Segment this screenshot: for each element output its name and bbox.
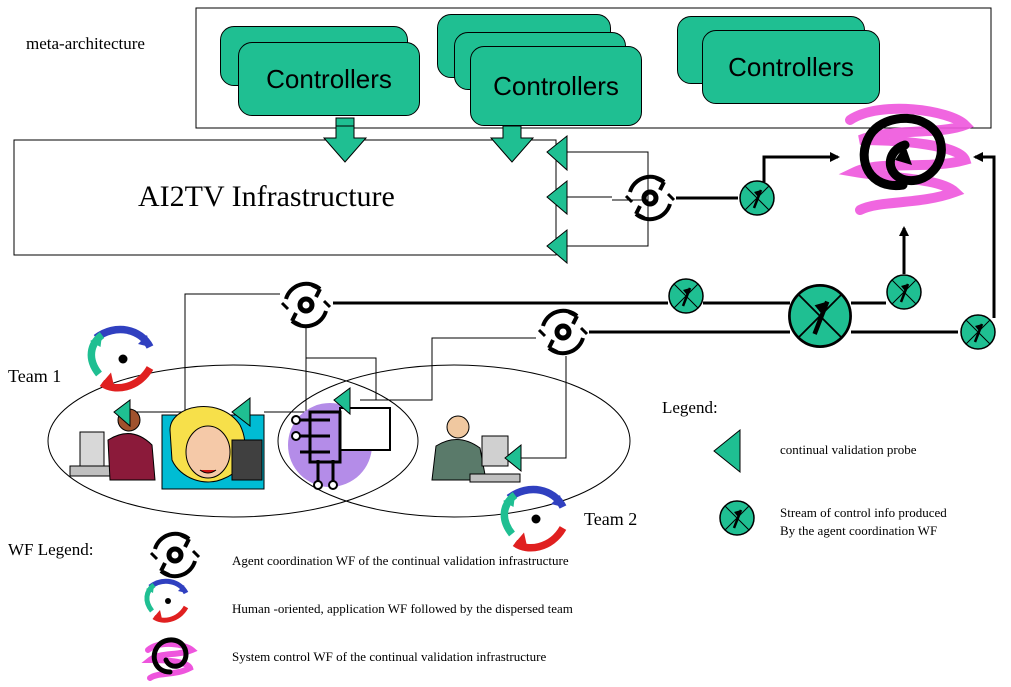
stream-icon — [959, 313, 997, 351]
controllers-box: Controllers — [238, 42, 420, 116]
stream-icon — [667, 277, 705, 315]
team1-ellipse — [47, 364, 419, 518]
legend-title: Legend: — [662, 398, 718, 417]
agent-coordination-wf-icon — [282, 284, 330, 326]
legend-stream-text-2: By the agent coordination WF — [780, 523, 938, 538]
legend-human-wf-icon — [146, 581, 186, 620]
human-wf-icon — [90, 329, 150, 387]
stream-icon — [738, 179, 776, 217]
stream-arrow — [762, 152, 840, 182]
wf-legend-system-text: System control WF of the continual valid… — [232, 649, 547, 664]
probe-connector — [567, 200, 649, 247]
probe-icon — [546, 134, 568, 172]
team1-label: Team 1 — [8, 366, 62, 386]
stream-arrow — [973, 152, 996, 318]
wf-legend-human-text: Human -oriented, application WF followed… — [232, 601, 573, 616]
controllers-box: Controllers — [470, 46, 642, 126]
legend-stream-icon — [718, 499, 756, 537]
controllers-box: Controllers — [702, 30, 880, 104]
infrastructure-title: AI2TV Infrastructure — [138, 180, 395, 213]
team2-ellipse — [277, 364, 631, 518]
legend-probe-icon — [713, 428, 741, 474]
controller-down-arrow — [322, 117, 368, 163]
probe-icon — [546, 228, 568, 265]
probe-connector — [360, 337, 536, 401]
person-at-computer-icon — [431, 415, 521, 483]
legend-system-wf-icon — [141, 637, 198, 681]
probe-connector — [306, 357, 377, 400]
stream-icon — [885, 273, 923, 311]
probe-connector — [130, 293, 280, 413]
agent-coordination-wf-icon — [539, 311, 587, 353]
meta-architecture-label: meta-architecture — [26, 34, 145, 53]
agent-coordination-wf-icon — [626, 177, 674, 219]
legend-stream-text-1: Stream of control info produced — [780, 505, 947, 520]
stream-icon-large — [789, 285, 850, 346]
wf-legend-agent-text: Agent coordination WF of the continual v… — [232, 553, 569, 568]
cartoon-woman-icon — [161, 406, 265, 490]
team2-label: Team 2 — [584, 509, 638, 529]
probe-icon — [546, 179, 568, 216]
computer-chip-icon — [288, 403, 391, 490]
probe-connector — [567, 151, 649, 201]
probe-icon — [333, 387, 351, 416]
probe-icon — [113, 399, 131, 428]
system-control-wf-icon — [838, 103, 974, 215]
legend-probe-text: continual validation probe — [780, 442, 917, 457]
probe-icon — [504, 443, 522, 473]
meta-architecture-box — [195, 7, 992, 129]
probe-icon — [231, 396, 251, 428]
person-at-computer-icon — [69, 408, 156, 481]
legend-agent-wf-icon — [151, 534, 199, 576]
wf-legend-title: WF Legend: — [8, 540, 94, 559]
human-wf-icon — [503, 489, 563, 547]
probe-connector — [521, 356, 567, 459]
